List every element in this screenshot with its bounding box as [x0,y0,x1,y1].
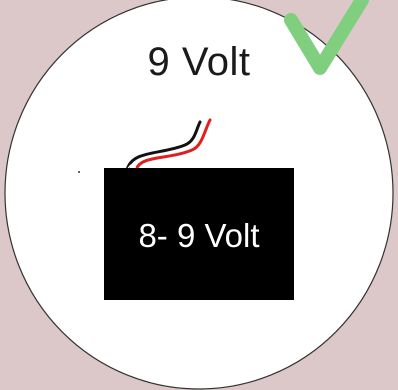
checkmark-icon [284,0,369,75]
stray-dot [78,171,80,173]
battery-label: 8- 9 Volt [138,217,260,254]
page-title: 9 Volt [147,40,251,84]
battery-body [104,168,294,300]
